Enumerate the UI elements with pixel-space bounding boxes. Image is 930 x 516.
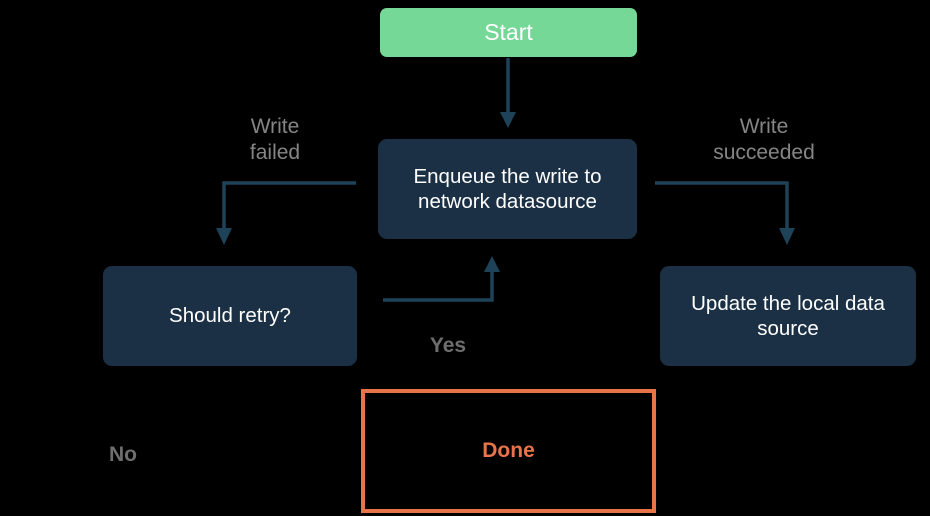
edge-label-write-succeeded: Write succeeded [713,115,815,164]
node-start[interactable]: Start [380,8,637,57]
edge-start-to-enqueue [500,58,516,128]
edge-label-yes: Yes [429,334,467,357]
node-enqueue-write[interactable]: Enqueue the write to network datasource [378,139,637,239]
node-update-local-data-source[interactable]: Update the local data source [660,266,916,366]
edge-label-no: No [109,443,137,466]
node-should-retry[interactable]: Should retry? [103,266,357,366]
edge-enqueue-to-should-retry [216,181,356,245]
edge-should-retry-to-enqueue [383,256,500,302]
edge-enqueue-to-update-local [655,181,795,245]
node-done[interactable]: Done [361,389,656,513]
edge-label-write-failed: Write failed [249,115,301,164]
